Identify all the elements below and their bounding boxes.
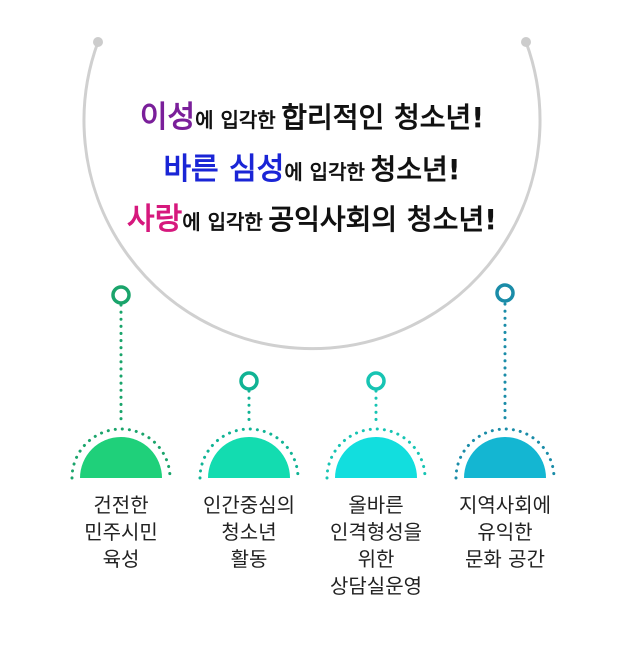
motto-line-2: 바른 심성에 입각한 청소년! xyxy=(0,144,624,188)
goal-3-line: 올바른 xyxy=(348,493,404,517)
goal-caption-3: 올바른 인격형성을 위한 상담실운영 xyxy=(296,492,456,600)
goal-1-line: 민주시민 xyxy=(84,520,158,544)
dome-outline-1 xyxy=(70,427,172,480)
connector-node-2 xyxy=(239,371,259,391)
goal-2-line: 인간중심의 xyxy=(203,493,295,517)
outer-arc xyxy=(82,41,542,351)
goal-caption-4: 지역사회에 유익한 문화 공간 xyxy=(425,492,585,573)
goal-3-line: 위한 xyxy=(357,547,395,571)
motto-line-1: 이성에 입각한 합리적인 청소년! xyxy=(0,92,624,136)
motto-3-highlight: 사랑 xyxy=(127,202,183,237)
arc-end-left-dot xyxy=(93,37,103,47)
goal-2-line: 활동 xyxy=(230,547,268,571)
dome-3 xyxy=(335,437,417,478)
goal-3-line: 상담실운영 xyxy=(330,574,422,598)
arc-end-right-dot xyxy=(521,37,531,47)
motto-2-highlight: 바른 심성 xyxy=(163,152,285,187)
motto-1-highlight: 이성 xyxy=(139,100,196,135)
dome-outline-4 xyxy=(454,427,556,480)
connector-node-3 xyxy=(366,371,386,391)
dome-2 xyxy=(208,437,290,478)
motto-2-tail: 청소년! xyxy=(370,153,461,186)
connector-node-4 xyxy=(495,283,515,303)
motto-1-tail: 합리적인 청소년! xyxy=(281,101,485,134)
connector-node-1 xyxy=(111,285,131,305)
goal-4-line: 유익한 xyxy=(477,520,533,544)
goal-caption-2: 인간중심의 청소년 활동 xyxy=(169,492,329,573)
goal-4-line: 문화 공간 xyxy=(465,547,545,571)
goal-3-line: 인격형성을 xyxy=(330,520,422,544)
dome-4 xyxy=(464,437,546,478)
motto-1-connector: 에 입각한 xyxy=(195,108,276,132)
goal-4-line: 지역사회에 xyxy=(459,493,551,517)
goal-1-line: 건전한 xyxy=(93,493,149,517)
dome-outline-2 xyxy=(198,427,300,480)
dome-outline-3 xyxy=(325,427,427,480)
motto-3-tail: 공익사회의 청소년! xyxy=(268,203,497,236)
motto-3-connector: 에 입각한 xyxy=(182,210,263,234)
goal-caption-1: 건전한 민주시민 육성 xyxy=(41,492,201,573)
dome-1 xyxy=(80,437,162,478)
goal-2-line: 청소년 xyxy=(221,520,277,544)
goal-1-line: 육성 xyxy=(102,547,140,571)
motto-line-3: 사랑에 입각한 공익사회의 청소년! xyxy=(0,194,624,238)
motto-2-connector: 에 입각한 xyxy=(284,160,365,184)
